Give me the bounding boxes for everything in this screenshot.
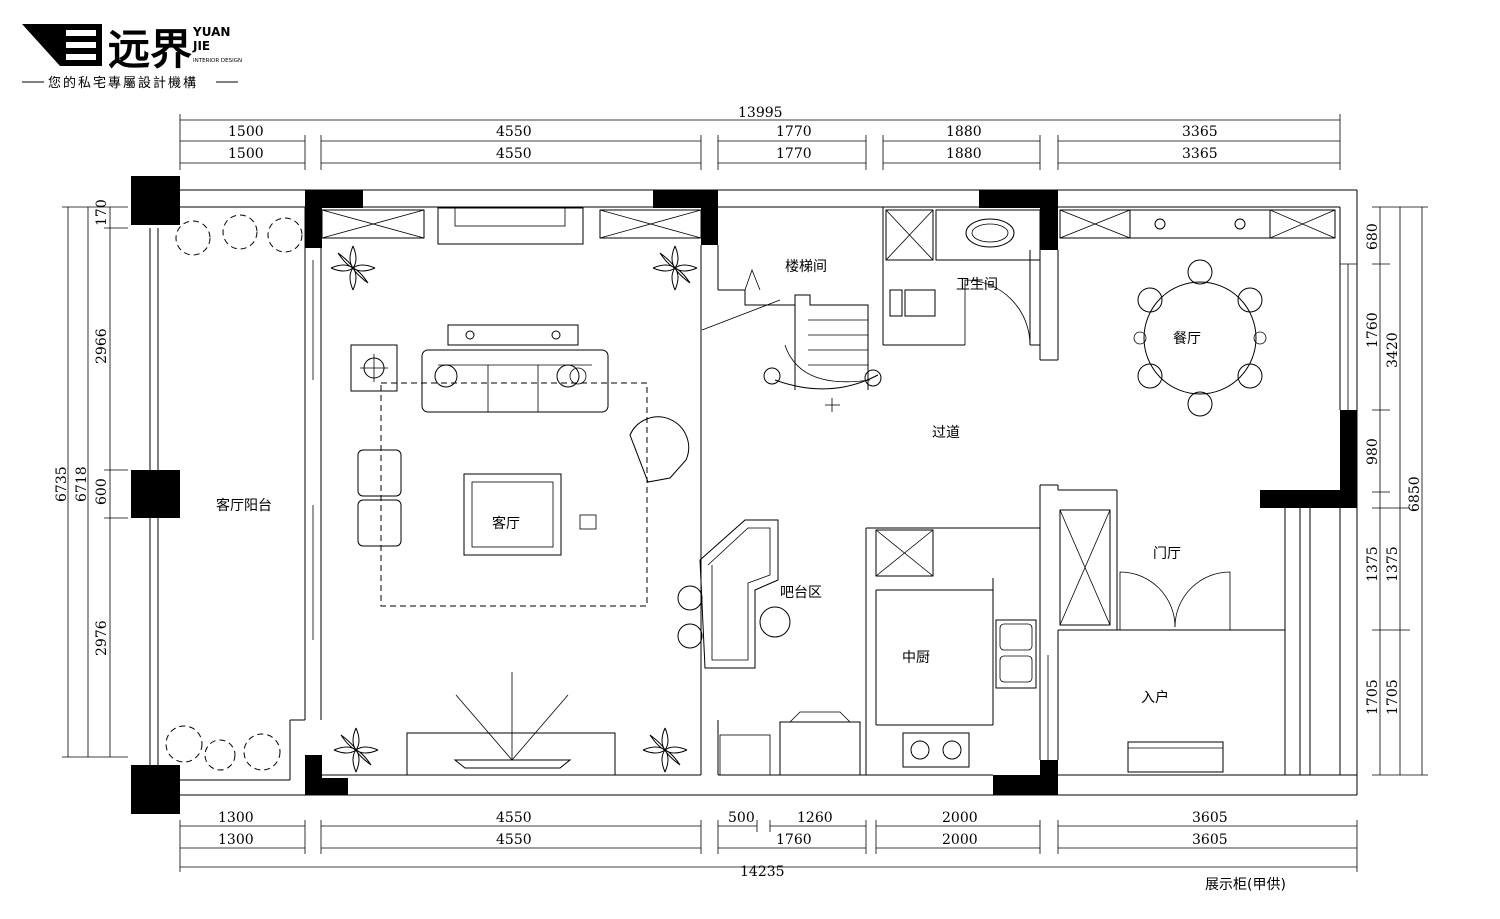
tv-cabinet xyxy=(406,732,616,776)
dim-bot-r1-0: 1300 xyxy=(218,810,254,826)
dim-top-r1-1: 4550 xyxy=(496,124,532,140)
right-dimensions: 680 1760 980 1375 1705 3420 1375 1705 68… xyxy=(1365,206,1428,776)
dim-right-inner-0: 680 xyxy=(1365,223,1381,250)
dim-top-r2-3: 1880 xyxy=(946,146,982,162)
display-cabinet xyxy=(1127,741,1224,773)
dim-bot-r2-4: 3605 xyxy=(1192,832,1228,848)
logo-brand-en-line1: YUAN xyxy=(192,25,230,39)
console-table xyxy=(447,324,579,346)
structural-columns xyxy=(131,176,1357,814)
dim-left-seg-3: 2976 xyxy=(94,620,110,656)
dim-right-mid-1: 1375 xyxy=(1385,546,1401,582)
plant-icon xyxy=(333,727,379,773)
bottom-dimensions: 1300 4550 500 1260 2000 3605 1300 4550 1… xyxy=(179,810,1358,893)
dim-right-mid-0: 3420 xyxy=(1385,332,1401,368)
room-label-kitchen: 中厨 xyxy=(902,650,930,666)
bar-counter xyxy=(677,519,791,669)
dim-bot-r1-5: 3605 xyxy=(1192,810,1228,826)
dim-top-r2-4: 3365 xyxy=(1182,146,1218,162)
walls xyxy=(149,189,1358,796)
dim-right-inner-4: 1705 xyxy=(1365,679,1381,715)
dim-top-r2-1: 4550 xyxy=(496,146,532,162)
room-label-entry: 入户 xyxy=(1141,689,1169,706)
dim-right-mid-2: 1705 xyxy=(1385,679,1401,715)
dim-right-inner-2: 980 xyxy=(1365,438,1381,465)
dim-bot-r1-2: 500 xyxy=(728,810,755,826)
dim-bot-r2-3: 2000 xyxy=(942,832,978,848)
rug xyxy=(380,382,648,607)
cabinet-note: 展示柜(甲供) xyxy=(1205,877,1286,893)
logo: 远界 YUAN JIE INTERIOR DESIGN 您的私宅專屬設計機構 xyxy=(22,24,242,91)
living-furniture xyxy=(321,207,702,776)
plant-icons xyxy=(165,214,698,773)
coffee-table xyxy=(463,473,562,556)
dim-top-r2-0: 1500 xyxy=(228,146,264,162)
top-dimensions: 13995 1500 4550 1770 1880 3365 1500 4550… xyxy=(179,105,1341,170)
room-label-stair: 楼梯间 xyxy=(785,259,827,275)
kitchen-fixtures xyxy=(719,529,1037,776)
dim-top-r1-0: 1500 xyxy=(228,124,264,140)
dim-top-r1-4: 3365 xyxy=(1182,124,1218,140)
dim-top-total: 13995 xyxy=(738,105,783,121)
sink xyxy=(995,619,1037,689)
dim-bot-r1-3: 1260 xyxy=(797,810,833,826)
dim-bot-r2-2: 1760 xyxy=(776,832,812,848)
room-label-bar: 吧台区 xyxy=(780,585,822,601)
dim-left-outer-b: 6718 xyxy=(74,466,90,502)
dim-top-r1-3: 1880 xyxy=(946,124,982,140)
dim-left-seg-2: 600 xyxy=(94,478,110,505)
shrub-icon xyxy=(165,214,303,771)
dim-right-inner-1: 1760 xyxy=(1365,312,1381,348)
plant-icon xyxy=(642,727,688,773)
room-label-foyer: 门厅 xyxy=(1153,546,1181,562)
sofa xyxy=(421,349,609,413)
door-left xyxy=(1119,571,1176,630)
bathroom-fixtures xyxy=(885,209,1041,346)
dim-top-r2-2: 1770 xyxy=(776,146,812,162)
dim-left-outer-a: 6735 xyxy=(54,466,70,502)
room-label-corridor: 过道 xyxy=(932,425,960,441)
room-labels: 客厅阳台 客厅 楼梯间 卫生间 餐厅 过道 吧台区 中厨 门厅 入户 xyxy=(216,259,1201,706)
stove xyxy=(902,732,970,768)
dim-left-seg-1: 2966 xyxy=(94,328,110,364)
logo-brand-cn: 远界 xyxy=(108,25,192,74)
entry-fixtures xyxy=(1059,509,1231,773)
dim-bot-r1-4: 2000 xyxy=(942,810,978,826)
dining-table xyxy=(1059,209,1336,417)
plant-icon xyxy=(652,245,698,291)
side-table xyxy=(350,344,398,392)
logo-brand-en-line2: JIE xyxy=(192,39,210,53)
room-label-dining: 餐厅 xyxy=(1173,331,1201,347)
left-dimensions: 6735 6718 170 2966 600 2976 xyxy=(54,199,128,758)
dim-top-r1-2: 1770 xyxy=(776,124,812,140)
staircase xyxy=(701,268,882,412)
room-label-bath: 卫生间 xyxy=(956,277,998,293)
dim-right-inner-3: 1375 xyxy=(1365,546,1381,582)
logo-mark-icon xyxy=(22,24,102,66)
plant-icon xyxy=(330,245,376,291)
room-label-balcony: 客厅阳台 xyxy=(216,497,272,514)
room-label-living: 客厅 xyxy=(492,515,520,532)
dim-bot-r1-1: 4550 xyxy=(496,810,532,826)
dim-bot-r2-0: 1300 xyxy=(218,832,254,848)
toilet xyxy=(904,289,936,317)
dim-left-seg-0: 170 xyxy=(94,199,110,226)
logo-slogan: 您的私宅專屬設計機構 xyxy=(48,75,198,91)
dim-bot-total: 14235 xyxy=(740,864,785,880)
door-right xyxy=(1174,571,1231,630)
logo-brand-en-sub: INTERIOR DESIGN xyxy=(193,58,242,64)
dim-bot-r2-1: 4550 xyxy=(496,832,532,848)
dim-right-outer: 6850 xyxy=(1407,476,1423,512)
